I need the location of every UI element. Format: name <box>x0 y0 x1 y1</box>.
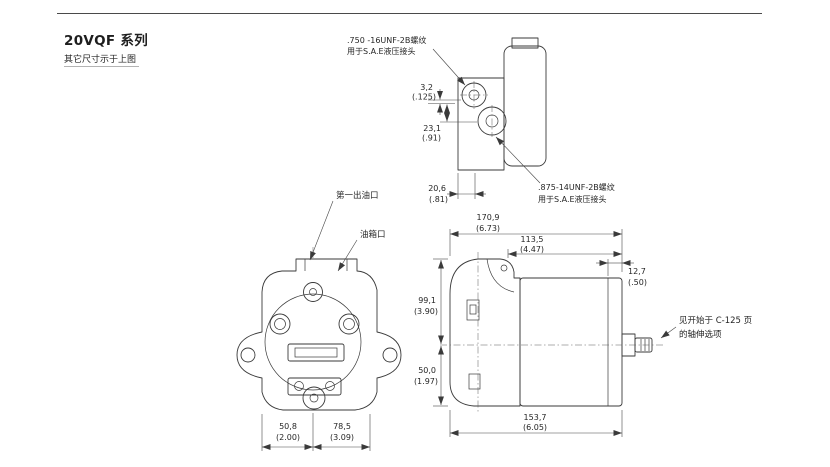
boss-width-dim-in: (.81) <box>429 195 448 204</box>
top-thread-label-line2: 用于S.A.E液压接头 <box>347 46 416 56</box>
detail-port-flange <box>457 77 505 171</box>
detail-body-profile <box>503 45 547 167</box>
tank-port-leader-line <box>337 239 358 272</box>
height-above-dim-in: (3.90) <box>414 307 438 316</box>
boss-width-dim-mm: 20,6 <box>428 184 446 193</box>
bolt-hole-left-bore <box>274 318 286 330</box>
bottom-thread-label-line1: .875-14UNF-2B螺纹 <box>538 182 615 192</box>
gap-dim-in: (.125) <box>412 93 436 102</box>
bolt-span-dim-mm: 50,8 <box>279 422 297 431</box>
side-body-outline <box>519 277 623 407</box>
height-below-dim-mm: 50,0 <box>418 366 436 375</box>
bolt-hole-right <box>338 313 360 335</box>
bottom-boss-bore <box>309 393 319 403</box>
pump-front-view: 第一出油口 油箱口 50,8 (2.00) 78,5 (3.09) <box>236 190 402 451</box>
page-subtitle: 其它尺寸示于上图 <box>64 53 136 65</box>
shaft-note-leader-line <box>660 326 677 339</box>
pump-side-view: 170,9 (6.73) 113,5 (4.47) 12,7 (.50) 99,… <box>414 213 752 437</box>
cartridge-profile-curve <box>486 258 515 293</box>
header: 20VQF 系列 其它尺寸示于上图 <box>57 13 762 67</box>
first-outlet-label: 第一出油口 <box>336 190 379 201</box>
pilot-circle <box>264 293 362 391</box>
detail-top-step <box>511 37 539 49</box>
cap-thickness-dim-mm: 12,7 <box>628 267 646 276</box>
tank-port-circle <box>303 282 323 302</box>
side-flange-outline <box>449 258 521 407</box>
body-span-dim-in: (3.09) <box>330 433 354 442</box>
shaft-note-line2: 的轴伸选项 <box>679 329 722 340</box>
body-length-dim-in: (4.47) <box>520 245 544 254</box>
lower-block-hole-left <box>294 381 304 391</box>
overall-length-dim-mm: 170,9 <box>477 213 500 222</box>
nameplate-slot <box>287 343 345 362</box>
first-outlet-leader-line <box>309 200 334 261</box>
nameplate-slot-inner <box>294 347 338 358</box>
cap-thickness-dim-in: (.50) <box>628 278 647 287</box>
shaft-note-line1: 见开始于 C-125 页 <box>679 315 752 326</box>
bottom-thread-label-line2: 用于S.A.E液压接头 <box>538 194 607 204</box>
lower-block-hole-right <box>325 381 335 391</box>
side-port-detail-inner <box>469 304 477 315</box>
tank-port-bore-circle <box>309 288 317 296</box>
bolt-span-dim-in: (2.00) <box>276 433 300 442</box>
mount-length-dim-mm: 153,7 <box>524 413 547 422</box>
flange-detail-hole <box>500 264 508 272</box>
side-port-detail <box>466 299 480 321</box>
overall-length-dim-in: (6.73) <box>476 224 500 233</box>
gap-dim-mm: 3,2 <box>420 83 433 92</box>
tank-port-label: 油箱口 <box>360 229 386 240</box>
bolt-hole-right-bore <box>343 318 355 330</box>
height-below-dim-in: (1.97) <box>414 377 438 386</box>
top-thread-leader-line <box>432 48 466 86</box>
front-body-outline <box>236 258 402 411</box>
body-length-dim-mm: 113,5 <box>521 235 544 244</box>
lower-port-block <box>287 377 342 396</box>
port-offset-dim-mm: 23,1 <box>423 124 441 133</box>
body-span-dim-mm: 78,5 <box>333 422 351 431</box>
top-thread-label-line1: .750 -16UNF-2B螺纹 <box>347 35 426 45</box>
mount-length-dim-in: (6.05) <box>523 423 547 432</box>
port-detail-view: .750 -16UNF-2B螺纹 用于S.A.E液压接头 3,2 (.125) … <box>347 35 615 204</box>
page-title: 20VQF 系列 <box>64 32 148 49</box>
bottom-thread-leader-line <box>495 136 541 184</box>
bottom-boss-circle <box>302 386 326 410</box>
height-above-dim-mm: 99,1 <box>418 296 436 305</box>
mounting-ear-hole-left <box>240 347 256 363</box>
port-offset-dim-in: (.91) <box>422 134 441 143</box>
lower-side-detail <box>468 373 481 390</box>
bolt-hole-left <box>269 313 291 335</box>
mounting-ear-hole-right <box>382 347 398 363</box>
